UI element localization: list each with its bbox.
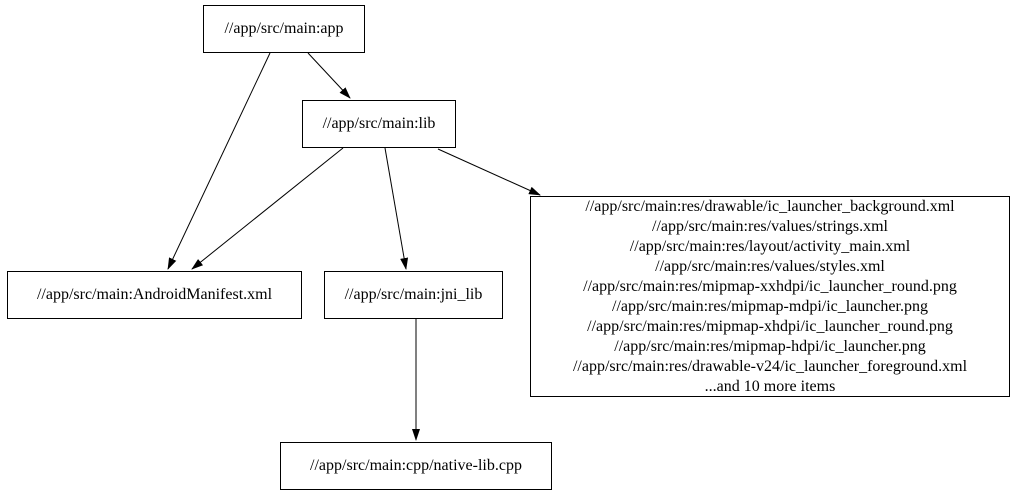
graph-node-app: //app/src/main:app	[203, 5, 365, 53]
edge-app-to-android-manifest	[167, 52, 271, 270]
node-label: //app/src/main:app	[224, 20, 344, 37]
node-label: //app/src/main:res/mipmap-hdpi/ic_launch…	[614, 337, 926, 355]
node-label: //app/src/main:res/mipmap-xxhdpi/ic_laun…	[583, 277, 957, 295]
edge-lib-to-res-files	[437, 148, 541, 196]
node-label: ...and 10 more items	[704, 377, 836, 395]
node-label: //app/src/main:AndroidManifest.xml	[36, 286, 273, 303]
edge-app-to-lib	[307, 52, 351, 99]
node-label: //app/src/main:res/drawable-v24/ic_launc…	[572, 357, 968, 375]
graph-node-native-lib-cpp: //app/src/main:cpp/native-lib.cpp	[280, 442, 552, 490]
node-label: //app/src/main:lib	[322, 115, 436, 132]
node-label: //app/src/main:cpp/native-lib.cpp	[310, 457, 522, 474]
graph-node-res-files: //app/src/main:res/drawable/ic_launcher_…	[530, 196, 1010, 397]
node-label: //app/src/main:res/layout/activity_main.…	[629, 237, 911, 255]
graph-node-jni-lib: //app/src/main:jni_lib	[324, 271, 503, 319]
node-label: //app/src/main:res/mipmap-mdpi/ic_launch…	[612, 297, 928, 315]
edge-lib-to-jni-lib	[384, 147, 409, 270]
node-label: //app/src/main:res/drawable/ic_launcher_…	[585, 197, 955, 215]
graph-node-android-manifest: //app/src/main:AndroidManifest.xml	[7, 271, 302, 319]
node-label: //app/src/main:res/mipmap-xhdpi/ic_launc…	[587, 317, 953, 335]
node-label: //app/src/main:res/values/strings.xml	[652, 217, 888, 235]
node-label: //app/src/main:res/values/styles.xml	[655, 257, 885, 275]
graph-node-lib: //app/src/main:lib	[302, 100, 456, 148]
edge-lib-to-android-manifest	[191, 147, 344, 270]
node-label: //app/src/main:jni_lib	[344, 286, 483, 303]
